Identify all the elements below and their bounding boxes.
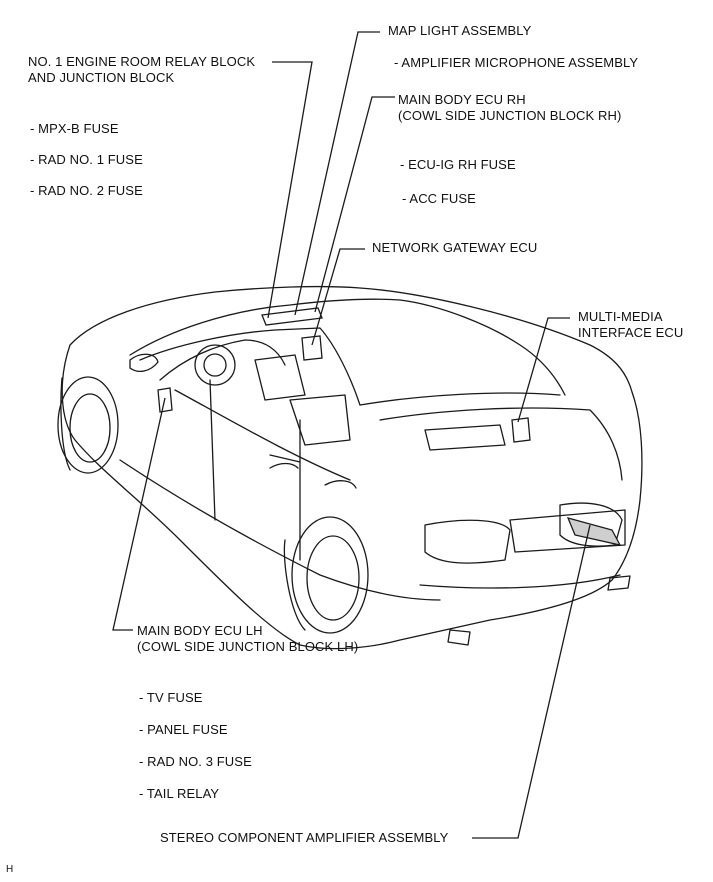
label-amplifier-microphone: - AMPLIFIER MICROPHONE ASSEMBLY [394, 55, 639, 70]
label-mpx-b-fuse: - MPX-B FUSE [30, 121, 119, 136]
label-main-body-lh-line1: MAIN BODY ECU LH [137, 623, 263, 638]
front-wheel [57, 376, 119, 474]
gateway-component [301, 335, 323, 361]
label-multi-media-line1: MULTI-MEDIA [578, 309, 663, 324]
dashboard-outline [159, 339, 286, 381]
leader-engine-room [267, 61, 313, 319]
label-acc-fuse: - ACC FUSE [402, 191, 476, 206]
label-stereo-amplifier: STEREO COMPONENT AMPLIFIER ASSEMBLY [160, 830, 449, 845]
label-main-body-rh-line1: MAIN BODY ECU RH [398, 92, 526, 107]
label-main-body-lh-line2: (COWL SIDE JUNCTION BLOCK LH) [137, 639, 359, 654]
side-mirror [129, 353, 159, 373]
leader-map-light [294, 31, 380, 316]
leader-main-body-lh [112, 397, 166, 631]
leader-main-body-rh [314, 96, 395, 313]
mm-interface-component [511, 417, 531, 443]
rear-bumper [419, 574, 621, 589]
label-engine-room-line2: AND JUNCTION BLOCK [28, 70, 175, 85]
side-body-line [119, 459, 441, 601]
rear-window-outline [359, 392, 561, 406]
windshield-outline [139, 327, 361, 406]
leader-gateway [311, 248, 365, 346]
label-map-light: MAP LIGHT ASSEMBLY [388, 23, 532, 38]
tail-light-left [424, 519, 511, 564]
rear-wheel [291, 516, 369, 634]
label-tv-fuse: - TV FUSE [139, 690, 203, 705]
label-multi-media-line2: INTERFACE ECU [578, 325, 684, 340]
label-main-body-rh-line2: (COWL SIDE JUNCTION BLOCK RH) [398, 108, 622, 123]
label-rad-no3-fuse: - RAD NO. 3 FUSE [139, 754, 252, 769]
label-tail-relay: - TAIL RELAY [139, 786, 220, 801]
label-engine-room-line1: NO. 1 ENGINE ROOM RELAY BLOCK [28, 54, 256, 69]
leader-multi-media [517, 317, 570, 423]
label-rad-no2-fuse: - RAD NO. 2 FUSE [30, 183, 143, 198]
label-ecu-ig-rh-fuse: - ECU-IG RH FUSE [400, 157, 516, 172]
map-light-component [261, 307, 323, 326]
leader-stereo [472, 524, 591, 839]
label-panel-fuse: - PANEL FUSE [139, 722, 228, 737]
corner-mark: H [6, 864, 14, 875]
trunk-outline [379, 407, 623, 481]
label-rad-no1-fuse: - RAD NO. 1 FUSE [30, 152, 143, 167]
tail-light-right [559, 502, 623, 547]
stereo-amp-component [566, 517, 622, 546]
car-roof-outline [129, 298, 566, 396]
label-network-gateway: NETWORK GATEWAY ECU [372, 240, 538, 255]
